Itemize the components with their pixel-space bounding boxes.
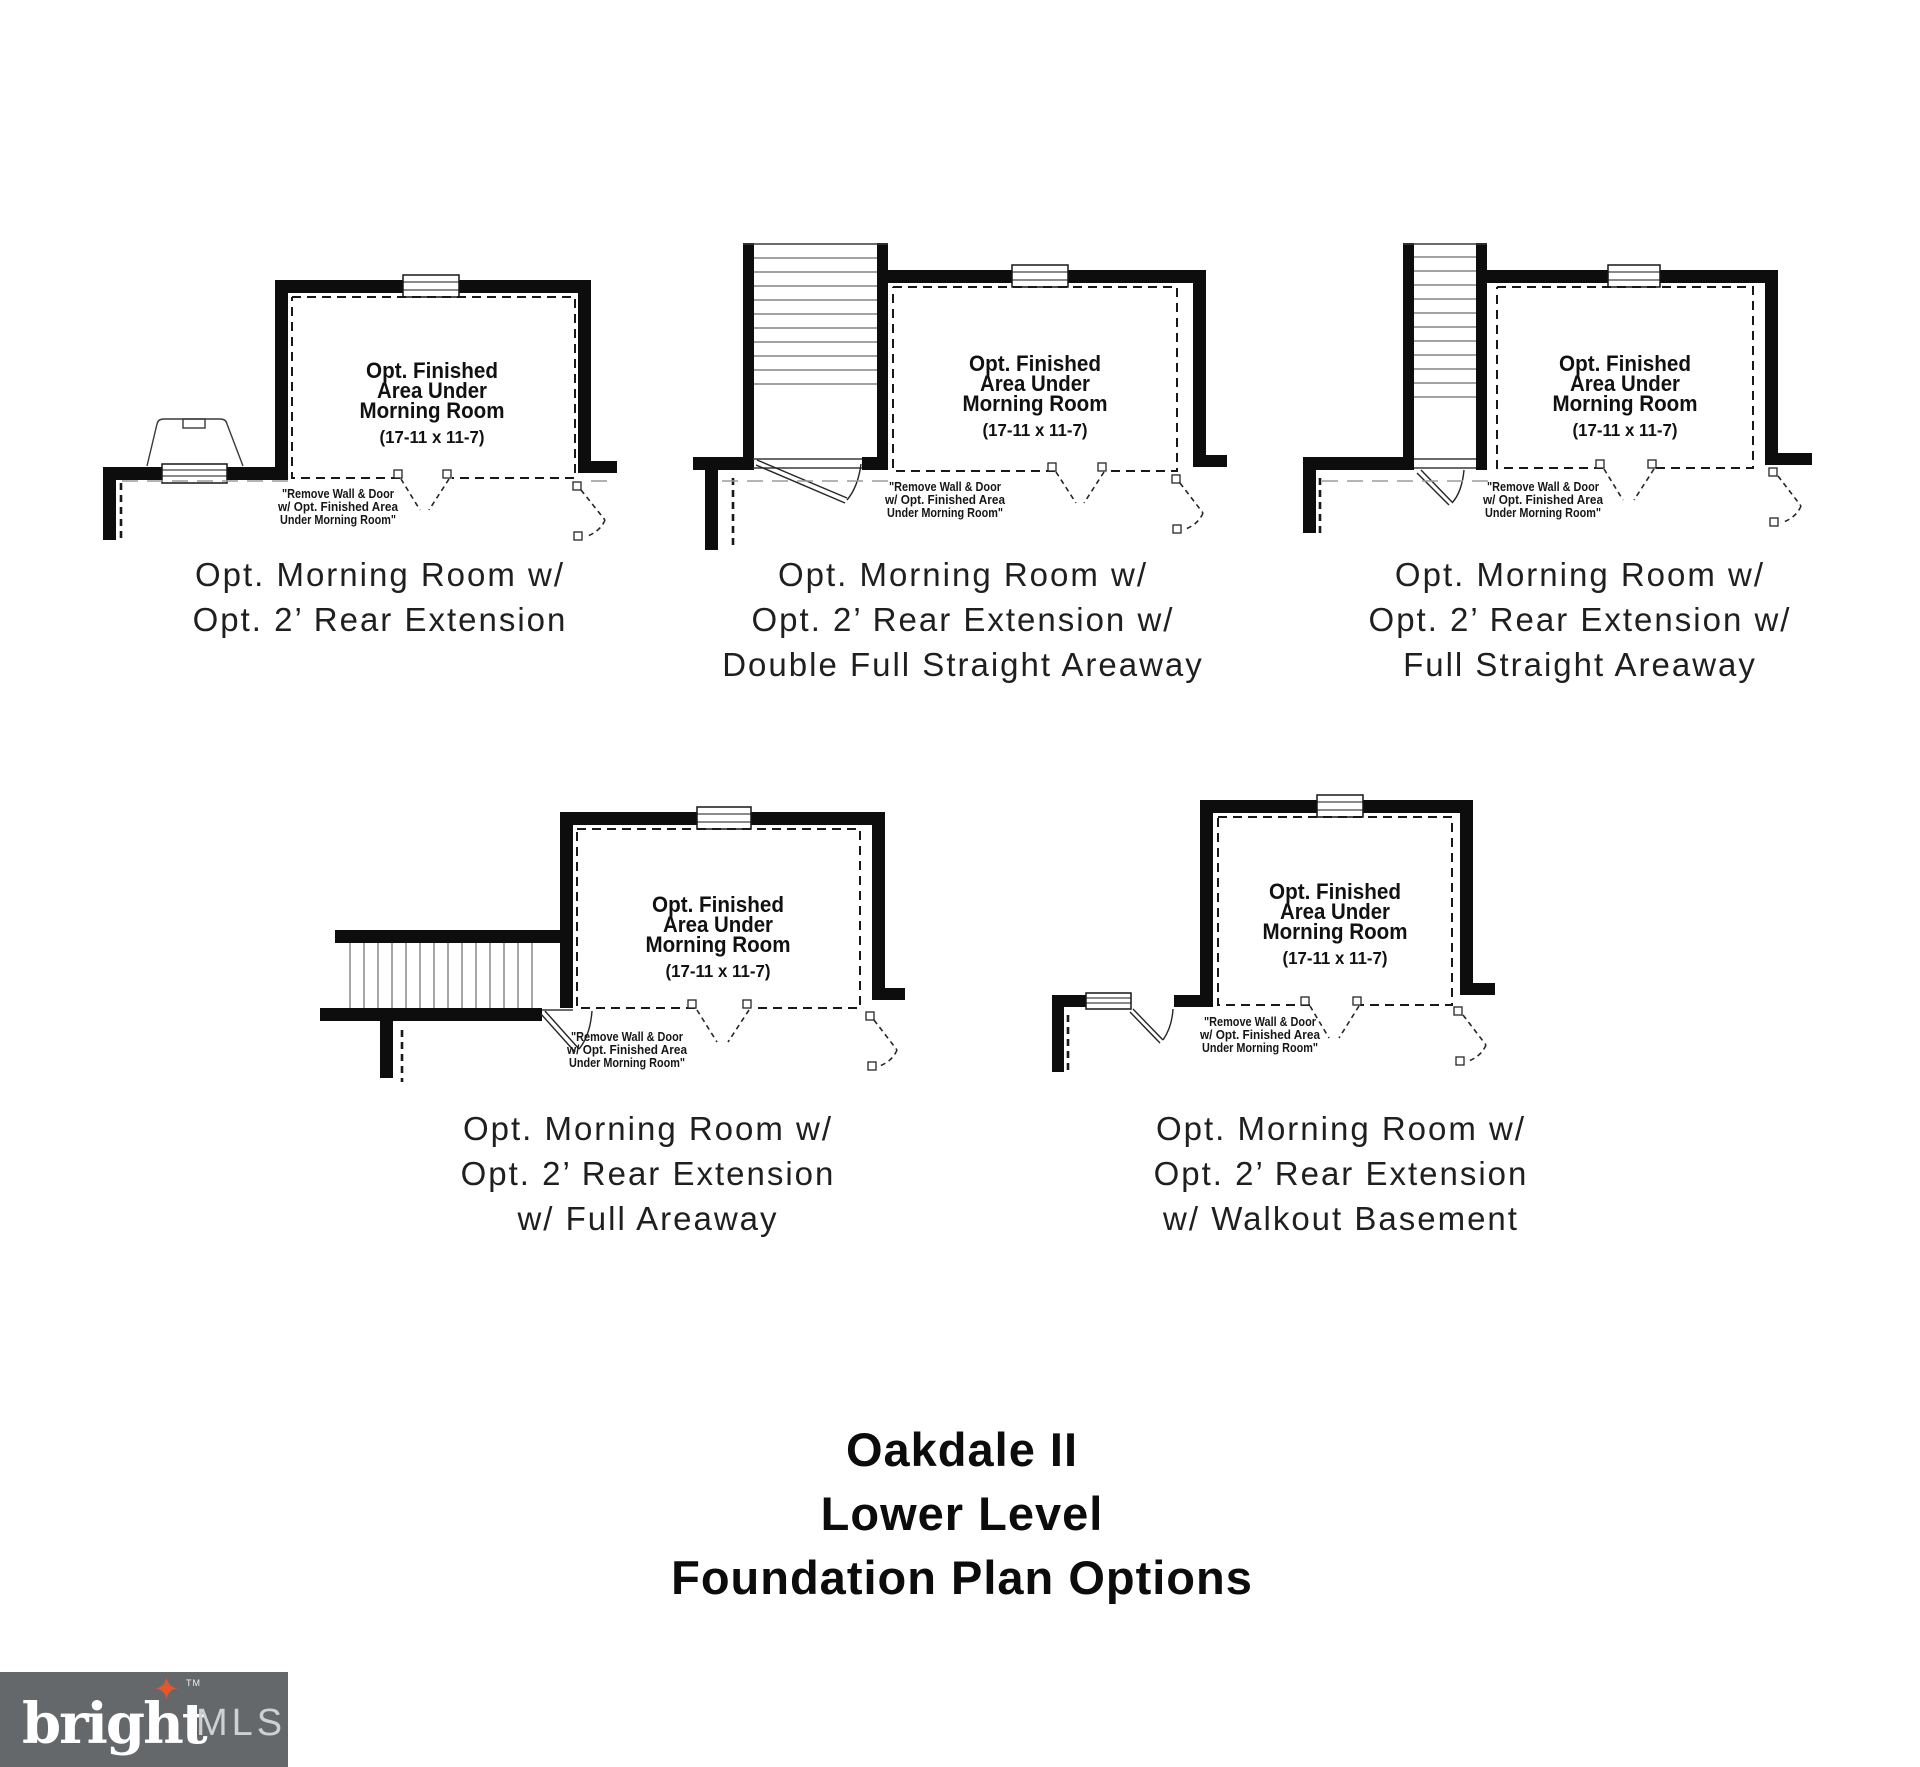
sheet-title-line3: Foundation Plan Options [671, 1551, 1253, 1604]
room-label: Morning Room [646, 932, 791, 957]
window-symbol [1011, 264, 1069, 288]
door-swing-symbol [1595, 459, 1657, 501]
room-label: Opt. Finished [969, 351, 1101, 376]
stair-symbol [320, 930, 560, 1021]
remove-wall-note: "Remove Wall & Door [282, 486, 394, 501]
remove-wall-note: w/ Opt. Finished Area [566, 1042, 688, 1057]
room-label: Opt. Finished [366, 358, 498, 383]
remove-wall-note: Under Morning Room" [1202, 1040, 1318, 1055]
stair-symbol [1403, 243, 1487, 470]
door-swing-symbol [1300, 996, 1362, 1039]
window-symbol [1316, 794, 1364, 818]
room-label: Morning Room [1263, 919, 1408, 944]
optional-area-outline [1217, 816, 1453, 1006]
caption-line: w/ Full Areaway [517, 1200, 779, 1237]
room-label: Opt. Finished [652, 892, 784, 917]
remove-wall-note: "Remove Wall & Door [571, 1029, 683, 1044]
sheet-title-line1: Oakdale II [845, 1423, 1079, 1476]
door-swing-symbol [1171, 474, 1204, 534]
floorplan-option-4-diagram: Opt. Finished Area Under Morning Room (1… [320, 806, 905, 1082]
floorplan-drawings: Opt. Finished Area Under Morning Room (1… [103, 243, 1812, 1082]
floorplan-option-2-diagram: Opt. Finished Area Under Morning Room (1… [693, 243, 1227, 550]
caption-line: Opt. Morning Room w/ [777, 556, 1149, 593]
brightmls-logo-suffix: MLS [196, 1702, 287, 1744]
trademark-label: TM [186, 1678, 201, 1688]
brightmls-logo-brand: bright [22, 1691, 208, 1757]
floorplan-option-1-diagram: Opt. Finished Area Under Morning Room (1… [103, 274, 617, 541]
remove-wall-note: w/ Opt. Finished Area [1199, 1027, 1321, 1042]
remove-wall-note: Under Morning Room" [280, 512, 396, 527]
room-label: Opt. Finished [1269, 879, 1401, 904]
door-swing-symbol [1768, 467, 1802, 527]
room-dimensions: (17-11 x 11-7) [666, 961, 771, 981]
remove-wall-note: w/ Opt. Finished Area [277, 499, 399, 514]
stair-door-symbol [753, 458, 862, 504]
walkout-door-symbol [1085, 992, 1174, 1044]
remove-wall-note: Under Morning Room" [1485, 505, 1601, 520]
door-swing-symbol [393, 469, 452, 511]
optional-area-outline [1496, 286, 1754, 469]
window-symbol [696, 806, 752, 830]
remove-wall-note: w/ Opt. Finished Area [884, 492, 1006, 507]
optional-area-outline [576, 828, 861, 1009]
floorplan-option-3-diagram: Opt. Finished Area Under Morning Room (1… [1303, 243, 1812, 538]
areaway-bulkhead-symbol [146, 418, 244, 484]
caption-line: Opt. 2’ Rear Extension [192, 601, 568, 638]
caption-line: Opt. Morning Room w/ [194, 556, 566, 593]
caption-line: Opt. Morning Room w/ [462, 1110, 834, 1147]
floorplan-option-5-caption: Opt. Morning Room w/ Opt. 2’ Rear Extens… [1154, 1106, 1529, 1241]
room-dimensions: (17-11 x 11-7) [1283, 948, 1388, 968]
door-swing-symbol [865, 1011, 898, 1071]
stair-door-symbol [1414, 458, 1476, 506]
brightmls-logo: bright ✦ TM MLS [0, 1670, 288, 1767]
remove-wall-note: "Remove Wall & Door [889, 479, 1001, 494]
door-swing-symbol [1047, 462, 1107, 504]
caption-line: w/ Walkout Basement [1163, 1200, 1519, 1237]
door-swing-symbol [572, 481, 606, 541]
caption-line: Opt. Morning Room w/ [1155, 1110, 1527, 1147]
floorplan-option-3-caption: Opt. Morning Room w/ Opt. 2’ Rear Extens… [1369, 552, 1792, 687]
caption-line: Full Straight Areaway [1403, 646, 1757, 683]
sheet-title: Oakdale II Lower Level Foundation Plan O… [671, 1418, 1253, 1610]
room-dimensions: (17-11 x 11-7) [380, 427, 485, 447]
room-label: Area Under [980, 371, 1090, 396]
remove-wall-note: "Remove Wall & Door [1204, 1014, 1316, 1029]
room-label: Opt. Finished [1559, 351, 1691, 376]
caption-line: Opt. 2’ Rear Extension [1153, 1155, 1529, 1192]
room-dimensions: (17-11 x 11-7) [1573, 420, 1678, 440]
room-label: Morning Room [1553, 391, 1698, 416]
optional-area-outline [291, 296, 576, 479]
stair-door-symbol [540, 1009, 593, 1053]
room-label: Morning Room [963, 391, 1108, 416]
remove-wall-note: w/ Opt. Finished Area [1482, 492, 1604, 507]
star-icon: ✦ [153, 1670, 180, 1708]
caption-line: Opt. 2’ Rear Extension w/ [751, 601, 1175, 638]
window-symbol [402, 274, 460, 298]
floorplan-option-1-caption: Opt. Morning Room w/ Opt. 2’ Rear Extens… [193, 552, 568, 642]
door-swing-symbol [1453, 1006, 1487, 1066]
floorplan-option-4-caption: Opt. Morning Room w/ Opt. 2’ Rear Extens… [461, 1106, 836, 1241]
room-label: Area Under [663, 912, 773, 937]
floorplan-option-5-diagram: Opt. Finished Area Under Morning Room (1… [1052, 794, 1495, 1075]
caption-line: Opt. Morning Room w/ [1394, 556, 1766, 593]
room-dimensions: (17-11 x 11-7) [983, 420, 1088, 440]
remove-wall-note: Under Morning Room" [887, 505, 1003, 520]
room-label: Area Under [1570, 371, 1680, 396]
caption-line: Opt. 2’ Rear Extension [460, 1155, 836, 1192]
remove-wall-note: "Remove Wall & Door [1487, 479, 1599, 494]
sheet-title-line2: Lower Level [820, 1487, 1104, 1540]
remove-wall-note: Under Morning Room" [569, 1055, 685, 1070]
caption-line: Opt. 2’ Rear Extension w/ [1368, 601, 1792, 638]
stair-symbol [743, 243, 888, 470]
caption-line: Double Full Straight Areaway [722, 646, 1204, 683]
door-swing-symbol [687, 999, 752, 1043]
window-symbol [1607, 264, 1661, 288]
room-label: Morning Room [360, 398, 505, 423]
room-label: Area Under [1280, 899, 1390, 924]
room-label: Area Under [377, 378, 487, 403]
floorplan-option-2-caption: Opt. Morning Room w/ Opt. 2’ Rear Extens… [722, 552, 1204, 687]
optional-area-outline [892, 286, 1178, 472]
